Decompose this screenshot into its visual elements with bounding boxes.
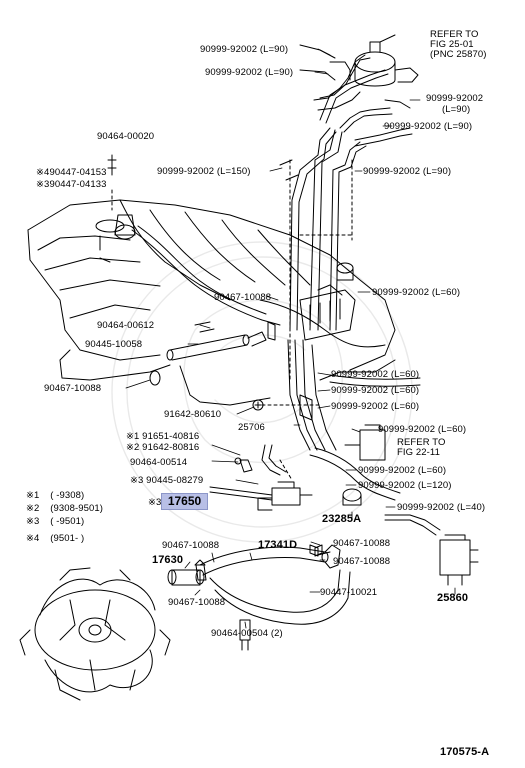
legend-row-1: ※1 ( -9308) (26, 490, 84, 501)
legend-text-4: (9501- ) (50, 533, 85, 544)
label-90467-10088-c: 90467-10088 (162, 540, 220, 551)
leader-dashed-lines (111, 159, 353, 481)
label-91651-40816: ※1 91651-40816 (126, 431, 200, 442)
label-25860: 25860 (437, 592, 469, 604)
legend-row-2: ※2 (9308-9501) (26, 503, 103, 514)
label-90999-92002-l60-a: 90999-92002 (L=60) (372, 287, 461, 298)
label-90999-92002-l120: 90999-92002 (L=120) (358, 480, 452, 491)
label-90464-00504: 90464-00504 (2) (211, 628, 283, 639)
lower-hose-bundle (287, 339, 421, 451)
label-91642-80610: 91642-80610 (164, 409, 222, 420)
diagram-id: 170575-A (440, 746, 490, 758)
label-90999-92002-l60-c: 90999-92002 (L=60) (331, 385, 420, 396)
cooling-fan (19, 567, 171, 701)
label-90999-92002-l90-b: 90999-92002 (L=90) (205, 67, 294, 78)
label-90467-10088-e: 90467-10088 (333, 556, 391, 567)
legend-row-3: ※3 ( -9501) (26, 516, 84, 527)
label-90467-10088-a: 90467-10088 (214, 292, 272, 303)
label-90999-92002-l60-d: 90999-92002 (L=60) (331, 401, 420, 412)
label-25706: 25706 (238, 422, 265, 433)
label-91642-80816: ※2 91642-80816 (126, 442, 200, 453)
refer-line-1: REFER TO (430, 29, 479, 40)
label-90999-92002-l90-a: 90999-92002 (L=90) (200, 44, 289, 55)
label-90464-00612: 90464-00612 (97, 320, 155, 331)
legend-text-2: (9308-9501) (50, 503, 104, 514)
vsv-manifold (267, 262, 356, 341)
label-90999-92002-c: 90999-92002 (426, 93, 484, 104)
label-90464-00020: 90464-00020 (97, 131, 155, 142)
label-90467-10088-f: 90467-10088 (168, 597, 226, 608)
label-l90-c: (L=90) (442, 104, 471, 115)
egr-valve (354, 34, 419, 87)
refer-line-3: (PNC 25870) (430, 49, 487, 60)
leader-lines (125, 48, 456, 629)
vsv-25860-area (309, 424, 479, 586)
part-17650-highlight[interactable]: 17650 (161, 493, 208, 510)
label-90445-08279: ※3 90445-08279 (130, 475, 204, 486)
label-90445-10058: 90445-10058 (85, 339, 143, 350)
label-90467-10088-b: 90467-10088 (44, 383, 102, 394)
refer-fig-22-11[interactable]: REFER TO FIG 22-11 (397, 438, 446, 458)
refer-line-2: FIG 25-01 (430, 39, 474, 50)
small-clamps (194, 399, 323, 566)
hose-17341d (195, 544, 351, 625)
label-90447-04153: ※490447-04153 (36, 167, 107, 178)
legend-mark-4: ※4 (26, 533, 40, 544)
label-90999-92002-l60-e: 90999-92002 (L=60) (378, 424, 467, 435)
label-90999-92002-l60-f: 90999-92002 (L=60) (358, 465, 447, 476)
vsv-17650 (209, 444, 313, 511)
label-17630: 17630 (152, 554, 184, 566)
legend-mark-2: ※2 (26, 503, 40, 514)
label-90464-00514: 90464-00514 (130, 457, 188, 468)
pipe-90445-10058 (149, 321, 267, 386)
label-90999-92002-l40: 90999-92002 (L=40) (397, 502, 486, 513)
label-90447-04133: ※390447-04133 (36, 179, 107, 190)
label-90999-92002-l90-d: 90999-92002 (L=90) (384, 121, 473, 132)
legend-mark-3: ※3 (26, 516, 40, 527)
label-90999-92002-l150: 90999-92002 (L=150) (157, 166, 251, 177)
pipe-17630 (167, 569, 251, 651)
legend-text-1: ( -9308) (50, 490, 85, 501)
legend-mark-1: ※1 (26, 490, 40, 501)
refer-fig-25-01[interactable]: REFER TO FIG 25-01 (PNC 25870) (430, 30, 487, 60)
vacuum-hoses (131, 44, 413, 331)
label-23285a: 23285A (322, 513, 362, 525)
legend-text-3: ( -9501) (50, 516, 85, 527)
refer22-line-1: REFER TO (397, 437, 446, 448)
refer22-line-2: FIG 22-11 (397, 447, 440, 458)
label-90999-92002-l90-e: 90999-92002 (L=90) (363, 166, 452, 177)
label-90467-10088-d: 90467-10088 (333, 538, 391, 549)
legend-row-4: ※4 (9501- ) (26, 533, 84, 544)
label-17341d: 17341D (258, 539, 298, 551)
label-90999-92002-l60-b: 90999-92002 (L=60) (331, 369, 420, 380)
label-mark-3: ※3 (148, 497, 162, 508)
label-90447-10021: 90447-10021 (320, 587, 378, 598)
